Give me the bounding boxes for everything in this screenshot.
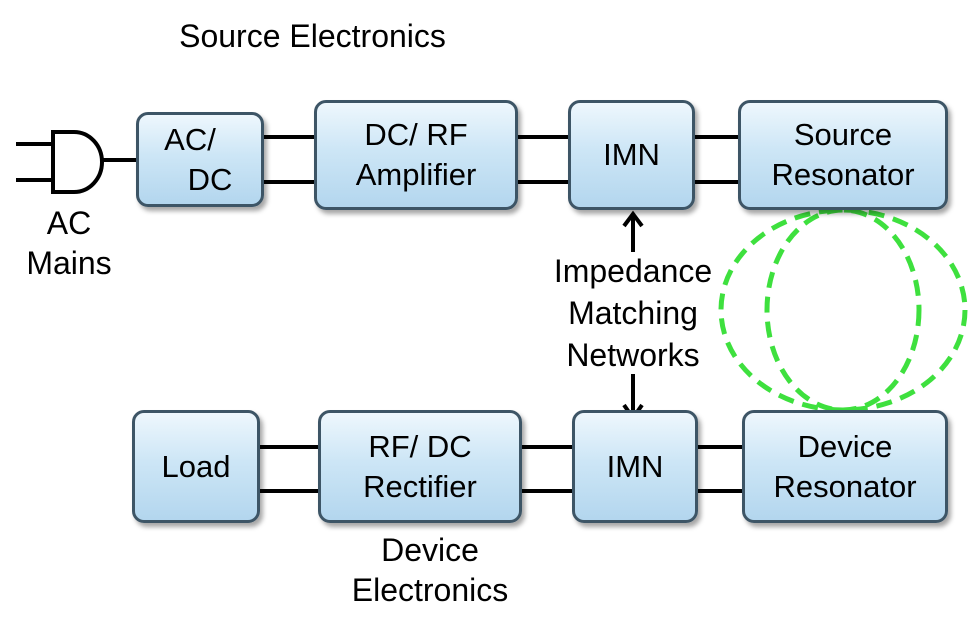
ac-dc-converter-box: AC/ DC — [136, 112, 264, 207]
dc-rf-amplifier-box: DC/ RF Amplifier — [314, 100, 518, 210]
ac-plug-icon — [16, 130, 136, 194]
device-resonator-box: Device Resonator — [742, 410, 948, 523]
device-electronics-heading: Device Electronics — [351, 532, 509, 608]
device-imn-box: IMN — [572, 410, 698, 523]
source-wires — [264, 135, 738, 184]
source-imn-box: IMN — [568, 100, 695, 210]
ac-mains-label: AC Mains — [26, 205, 112, 281]
imn-caption: Impedance Matching Networks — [553, 253, 713, 373]
load-box: Load — [132, 410, 260, 523]
arrow-up-to-source-imn — [622, 210, 644, 252]
device-wires — [260, 445, 742, 493]
source-electronics-heading: Source Electronics — [179, 18, 446, 54]
source-resonator-box: Source Resonator — [738, 100, 948, 210]
rf-dc-rectifier-box: RF/ DC Rectifier — [318, 410, 522, 523]
